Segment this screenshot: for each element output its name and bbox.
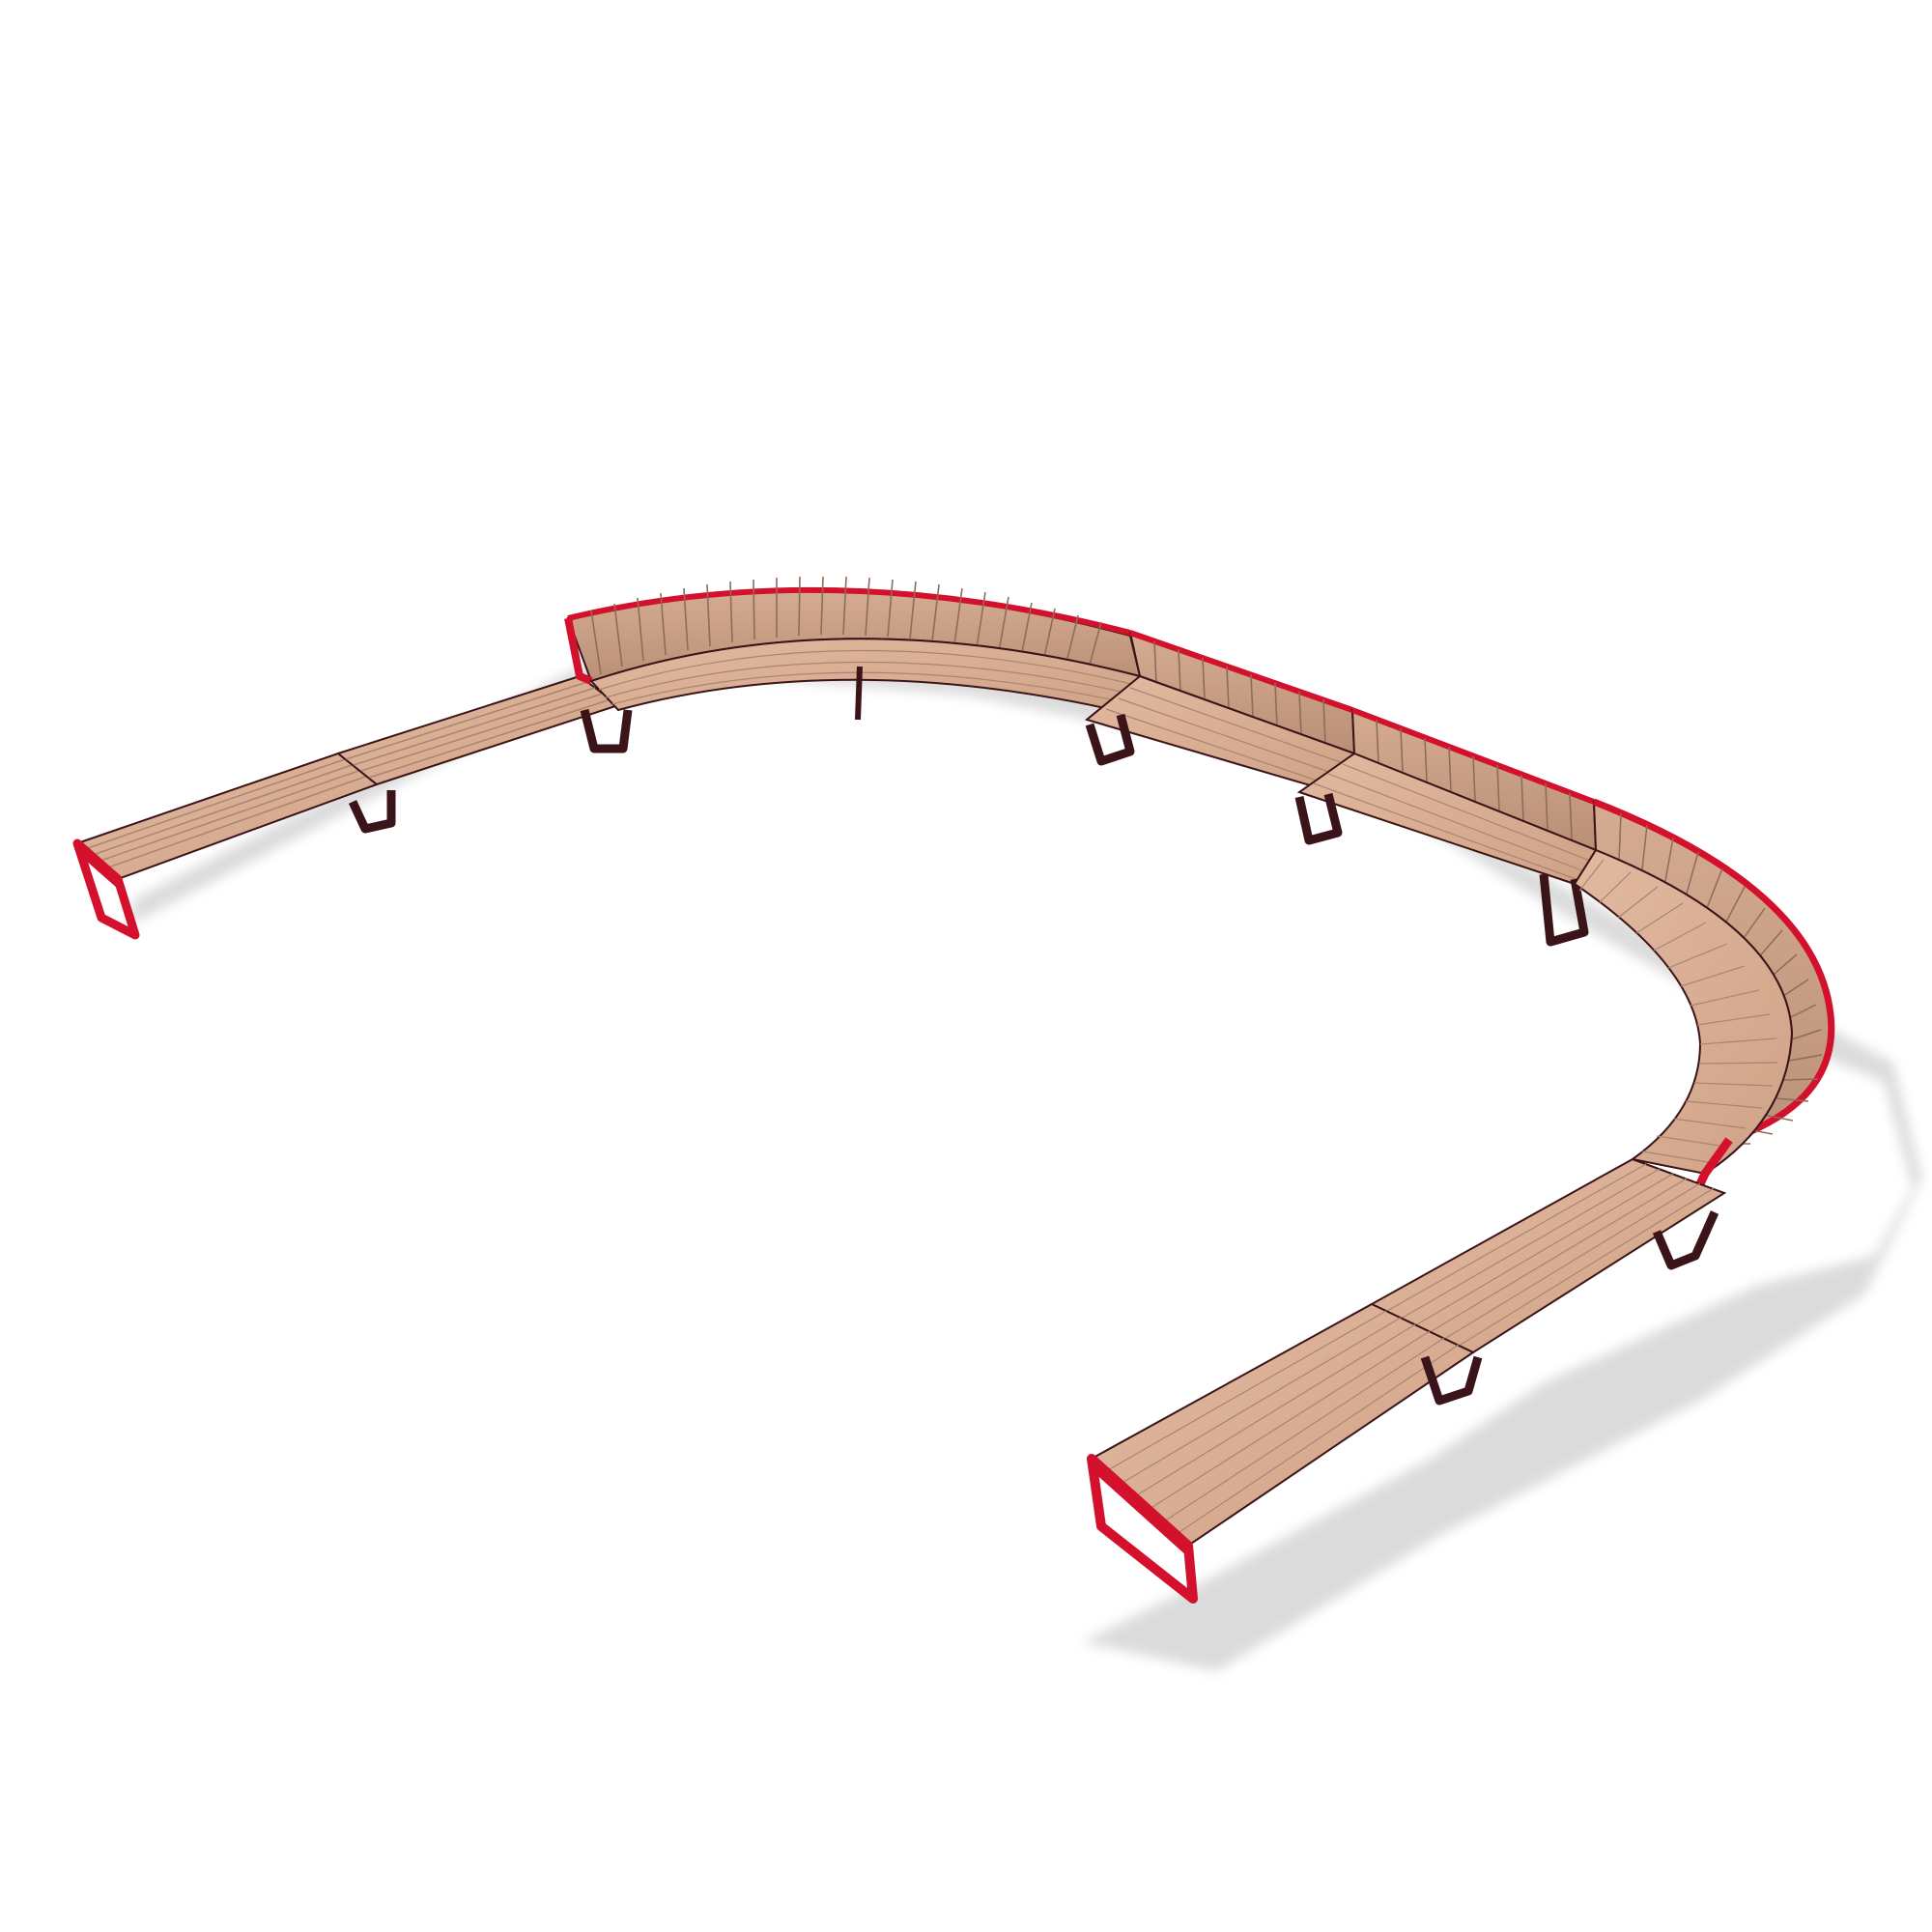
left-straight-bench-end (72, 752, 380, 940)
straight-backrest-section-2 (1294, 707, 1598, 947)
right-straight-bench-end (1087, 1302, 1483, 1604)
straight-backrest-section-1 (1084, 630, 1356, 794)
backrest-slats (590, 576, 1102, 675)
right-straight-bench-middle (1369, 1157, 1727, 1354)
u-turn-curved-section (1573, 798, 1835, 1190)
left-straight-bench-middle (335, 674, 633, 834)
curved-backrest-section (564, 576, 1142, 721)
